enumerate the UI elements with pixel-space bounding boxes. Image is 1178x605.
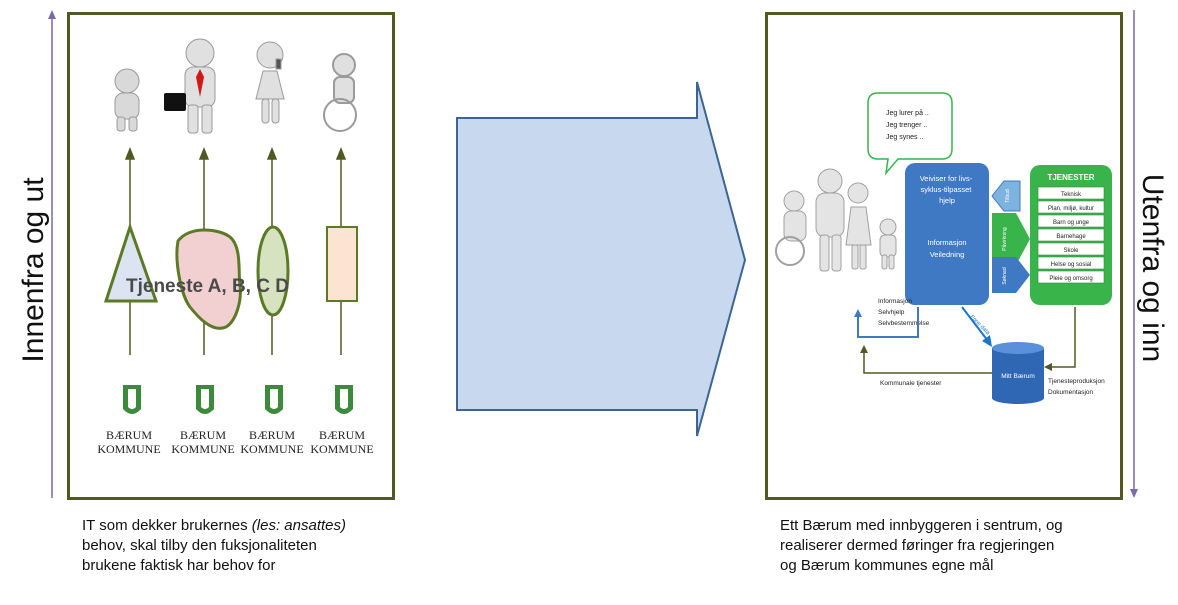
right-panel-diagram: Jeg lurer på .. Jeg trenger .. Jeg synes… (775, 92, 1112, 404)
right-caption: Ett Bærum med innbyggeren i sentrum, og … (780, 517, 1063, 574)
wheelchair-figure-icon (323, 53, 357, 132)
database-icon (992, 342, 1044, 404)
guide-box (905, 163, 989, 305)
tilbud-arrow (991, 180, 1021, 212)
service-triangle (103, 222, 159, 303)
svg-text:Søknad: Søknad (1002, 267, 1008, 284)
soknad-arrow (992, 257, 1030, 293)
businessman-figure-icon (164, 38, 216, 134)
left-caption: IT som dekker brukernes (les: ansattes) … (82, 517, 347, 574)
svg-text:Helse og sosial: Helse og sosial (1051, 262, 1092, 268)
child-figure-icon (114, 68, 140, 132)
family-figures-icon (775, 168, 897, 272)
svg-text:Kommunale tjenester: Kommunale tjenester (880, 380, 942, 387)
svg-text:Jeg synes ..: Jeg synes .. (886, 134, 923, 141)
right-panel: Jeg lurer på .. Jeg trenger .. Jeg synes… (765, 12, 1123, 500)
svg-text:Teknisk: Teknisk (1061, 192, 1082, 198)
svg-text:Dokumentasjon: Dokumentasjon (1048, 389, 1094, 396)
service-blob (175, 228, 242, 330)
right-side-arrow (1130, 10, 1138, 498)
svg-text:Jeg lurer på ..: Jeg lurer på .. (886, 109, 929, 117)
service-ellipse (256, 225, 290, 317)
svg-text:Tilbud: Tilbud (1005, 189, 1011, 203)
left-side-arrow (48, 10, 56, 498)
svg-text:Skole: Skole (1063, 248, 1079, 254)
own-data-arrow (961, 306, 989, 342)
svg-text:Pleie og omsorg: Pleie og omsorg (1049, 276, 1092, 282)
right-side-label: Utenfra og inn (1136, 173, 1169, 363)
svg-text:Barn og unge: Barn og unge (1053, 220, 1090, 226)
self-service-arrow (857, 307, 919, 338)
svg-text:Mitt Bærum: Mitt Bærum (1001, 373, 1035, 380)
left-panel-illustration: Tjeneste A, B, C D (103, 38, 358, 414)
services-label: Tjeneste A, B, C D (126, 276, 289, 297)
production-arrow (1046, 307, 1076, 368)
municipal-services-arrow (863, 351, 992, 374)
svg-text:Veiviser for livs- syklu: Veiviser for livs- syklus-tilpasset hjel… (920, 174, 975, 205)
svg-text:Veiledning: Veiledning (930, 250, 965, 259)
woman-phone-figure-icon (255, 41, 285, 124)
svg-text:Informasjon: Informasjon (927, 238, 966, 247)
paavirkning-arrow (992, 213, 1030, 265)
svg-text:Plan, miljø, kultur: Plan, miljø, kultur (1048, 206, 1094, 212)
svg-text:Selvhjelp: Selvhjelp (878, 309, 905, 316)
svg-text:Påvirkning: Påvirkning (1001, 227, 1008, 251)
self-service-text: Informasjon Selvhjelp Selvbestemmelse (878, 298, 930, 327)
svg-text:Egne data: Egne data (969, 314, 992, 337)
svg-text:Barnehage: Barnehage (1056, 234, 1086, 240)
service-rectangle (326, 226, 358, 302)
transition-arrow (456, 81, 747, 437)
services-list: Teknisk Plan, miljø, kultur Barn og unge… (1037, 186, 1105, 284)
baerum-logo-icon (123, 385, 353, 414)
svg-text:Informasjon: Informasjon (878, 298, 912, 305)
speech-bubble: Jeg lurer på .. Jeg trenger .. Jeg synes… (867, 92, 953, 176)
svg-text:TJENESTER: TJENESTER (1047, 173, 1094, 182)
svg-text:Jeg trenger ..: Jeg trenger .. (886, 122, 927, 129)
svg-text:Tjenesteproduksjon: Tjenesteproduksjon (1048, 378, 1105, 385)
svg-text:Selvbestemmelse: Selvbestemmelse (878, 320, 930, 327)
